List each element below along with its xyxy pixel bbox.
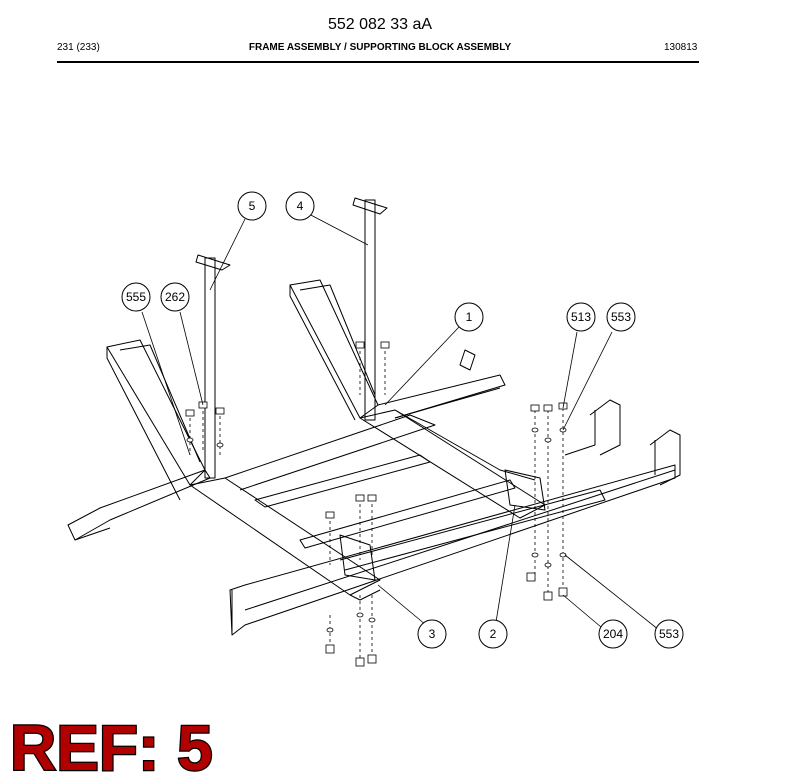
right-end-plate-1 [589,399,621,456]
right-end-plate-2 [649,429,681,486]
central-cross-beam [189,477,381,596]
callout-label: 262 [165,290,185,304]
section-title: FRAME ASSEMBLY / SUPPORTING BLOCK ASSEMB… [248,42,512,53]
left-long-rail [67,469,211,541]
callout-label: 3 [429,627,436,641]
date-code: 130813 [664,42,698,53]
callout-label: 553 [659,627,679,641]
callout-label: 513 [571,310,591,324]
callout-label: 4 [297,199,304,213]
rear-rail [377,374,506,419]
leader-lines [141,212,660,631]
callout-2: 2 [478,619,508,649]
ref-stamp: REF: 5 [10,712,213,782]
callout-label: 555 [126,290,146,304]
callout-label: 204 [603,627,623,641]
callout-label: 1 [466,310,473,324]
callout-204: 204 [598,619,628,649]
callout-4: 4 [285,191,315,221]
callout-5: 5 [237,191,267,221]
callout-513: 513 [566,302,596,332]
callout-555: 555 [121,282,151,312]
callout-262: 262 [160,282,190,312]
callout-label: 553 [611,310,631,324]
callout-1: 1 [454,302,484,332]
callout-3: 3 [417,619,447,649]
document-number: 552 082 33 aA [327,16,433,33]
supporting-block-2 [504,469,546,511]
front-long-rail [229,464,676,636]
callout-label: 5 [249,199,256,213]
post-4 [364,199,376,421]
frame-structure [67,197,681,636]
header-divider [57,61,699,63]
callout-553-lower: 553 [654,619,684,649]
fasteners [185,341,568,667]
post-5 [204,257,216,479]
page-reference: 231 (233) [57,42,100,53]
callout-553-upper: 553 [606,302,636,332]
callout-label: 2 [490,627,497,641]
